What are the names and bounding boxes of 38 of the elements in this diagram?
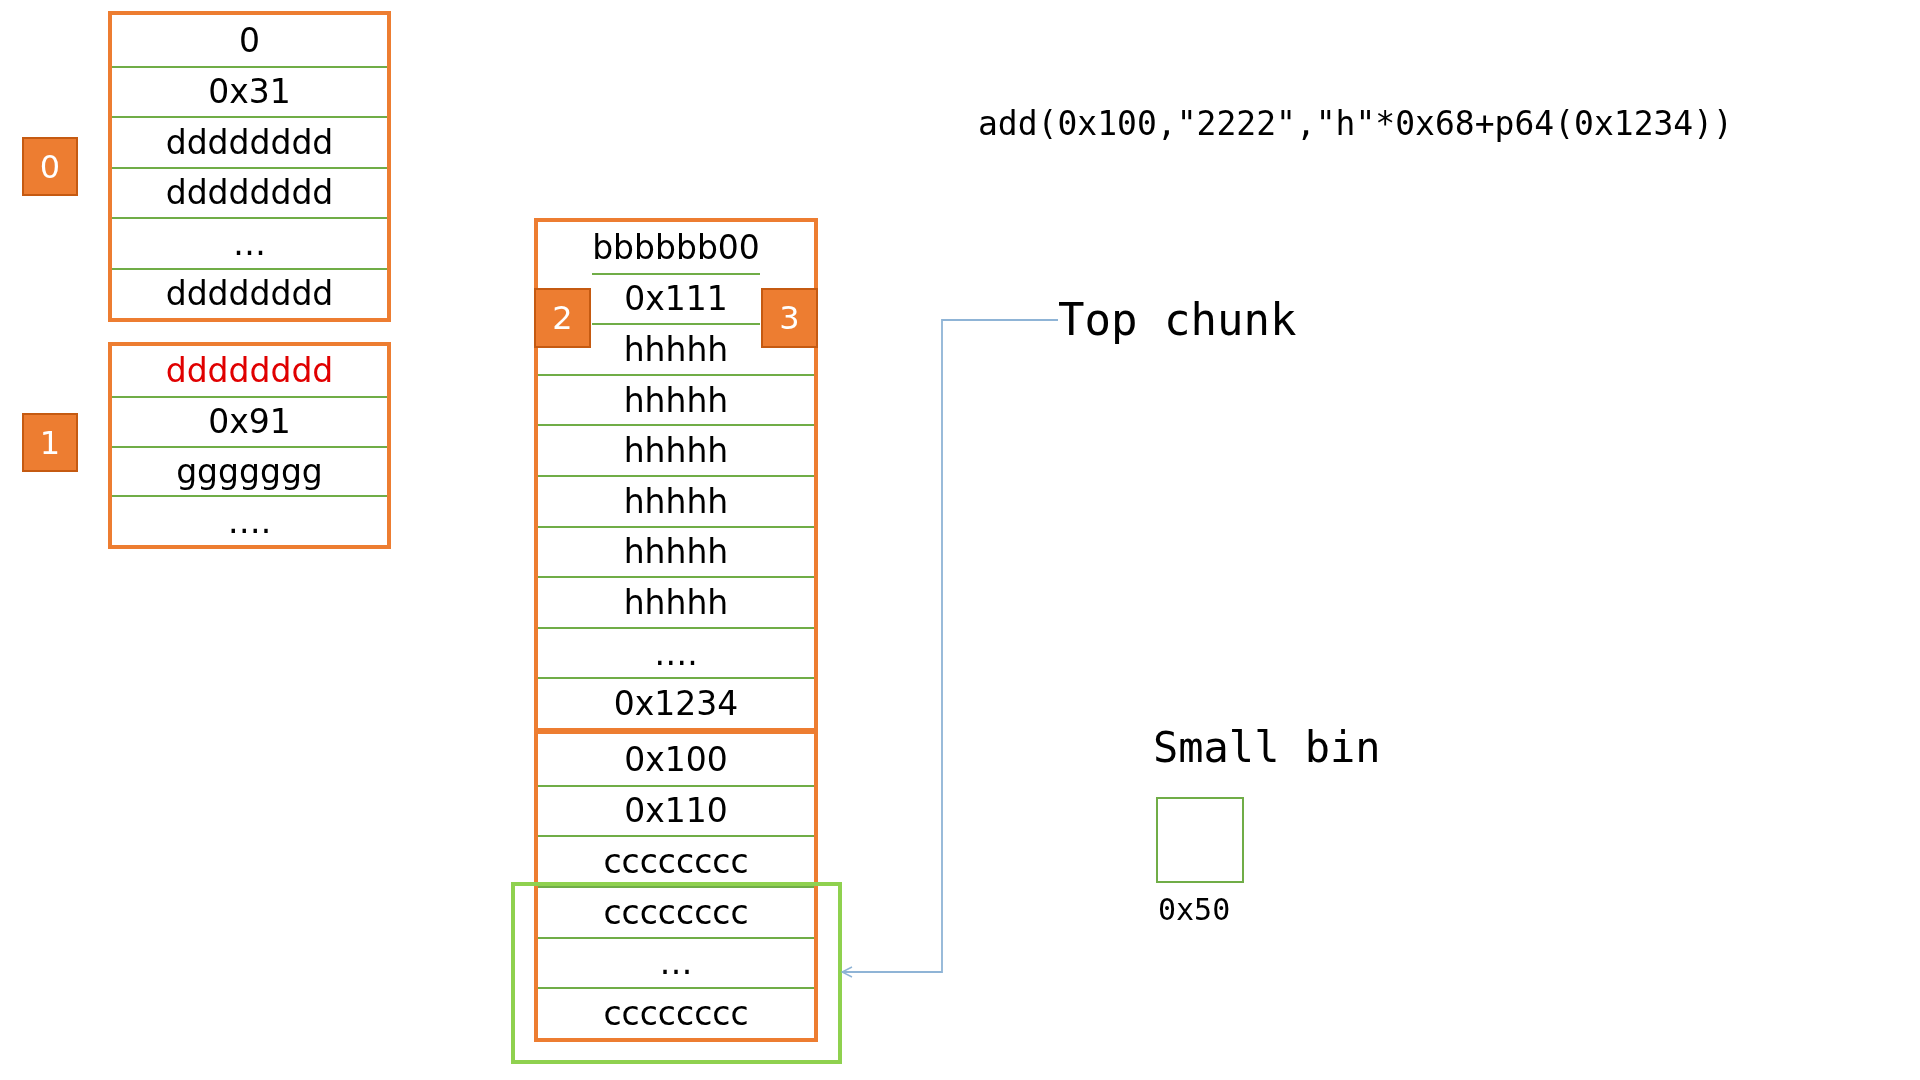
index-badge: 2 bbox=[534, 288, 591, 348]
highlight-frame bbox=[511, 882, 842, 1064]
heap-chunk bbox=[108, 342, 391, 549]
memory-cell: 0x110 bbox=[538, 784, 814, 836]
memory-cell: dddddddd bbox=[112, 346, 387, 396]
memory-cell: dddddddd bbox=[112, 116, 387, 167]
memory-cell: 0x1234 bbox=[538, 677, 814, 728]
bin-heading: Small bin bbox=[1153, 722, 1381, 774]
memory-cell: 0x91 bbox=[112, 395, 387, 446]
heap-chunk bbox=[534, 218, 818, 732]
memory-cell: hhhhh bbox=[538, 373, 814, 425]
index-badge: 0 bbox=[22, 137, 78, 196]
code-text: add(0x100,"2222","h"*0x68+p64(0x1234)) bbox=[978, 104, 1733, 144]
index-badge: 1 bbox=[22, 413, 78, 472]
size-label: 0x50 bbox=[1158, 892, 1231, 928]
memory-cell: …. bbox=[112, 495, 387, 545]
memory-cell: … bbox=[112, 217, 387, 268]
memory-cell: ggggggg bbox=[112, 445, 387, 496]
memory-cell: 0 bbox=[112, 15, 387, 66]
memory-cell: cccccccc bbox=[538, 835, 814, 886]
memory-cell: hhhhh bbox=[538, 525, 814, 577]
heap-chunk bbox=[534, 730, 818, 1042]
memory-cell: bbbbbb00 bbox=[538, 222, 814, 273]
index-badge: 3 bbox=[761, 288, 818, 348]
memory-cell: hhhhh bbox=[538, 424, 814, 475]
memory-cell: …. bbox=[538, 626, 814, 678]
leader-arrow bbox=[841, 319, 1059, 978]
memory-cell: 0x31 bbox=[112, 65, 387, 116]
memory-cell: 0x100 bbox=[538, 734, 814, 785]
memory-cell: cccccccc bbox=[538, 886, 814, 937]
memory-cell: … bbox=[538, 936, 814, 988]
memory-cell: dddddddd bbox=[112, 267, 387, 318]
memory-cell: dddddddd bbox=[112, 166, 387, 217]
memory-cell: hhhhh bbox=[538, 475, 814, 526]
memory-cell: cccccccc bbox=[538, 987, 814, 1038]
memory-cell: hhhhh bbox=[538, 576, 814, 627]
heap-chunk bbox=[108, 11, 391, 322]
callout-text: Top chunk bbox=[1058, 292, 1328, 348]
